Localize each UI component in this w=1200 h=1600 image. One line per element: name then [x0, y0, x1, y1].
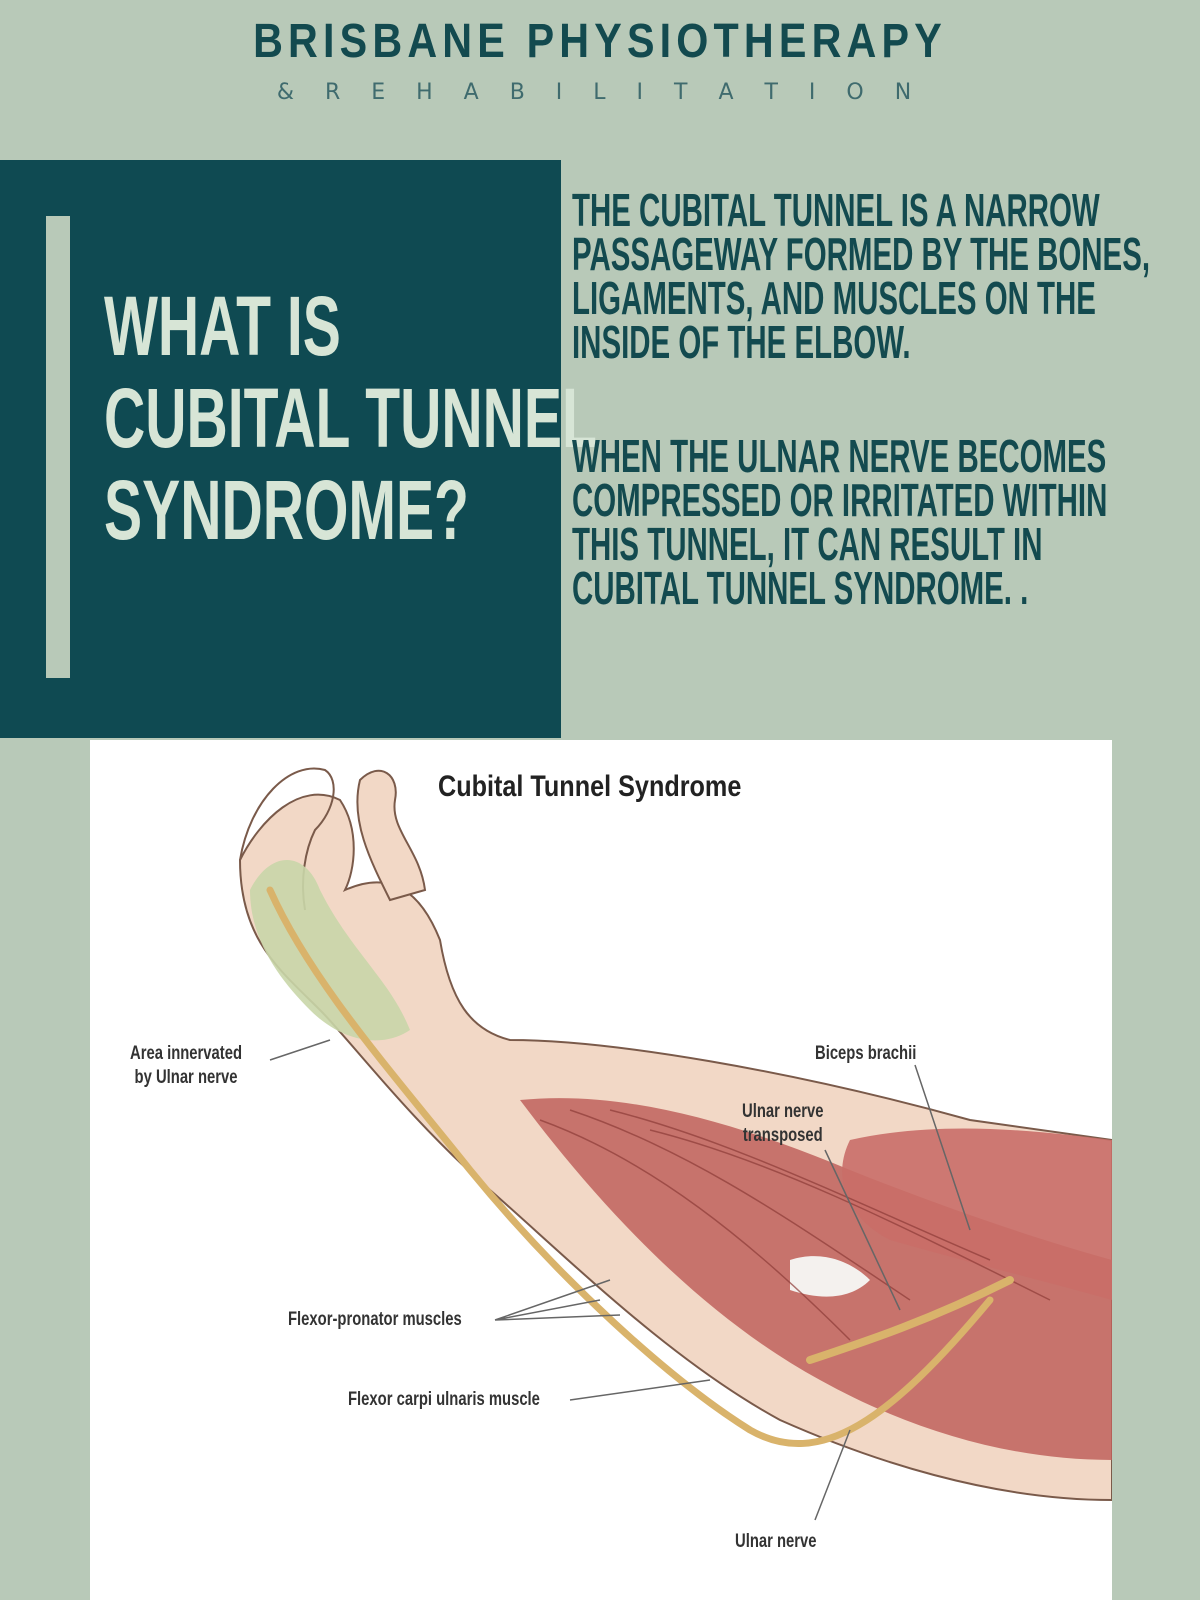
label-flexor-carpi-ulnaris: Flexor carpi ulnaris muscle: [348, 1389, 540, 1410]
brand-title: BRISBANE PHYSIOTHERAPY: [253, 15, 947, 68]
intro-line: LIGAMENTS, AND MUSCLES ON THE: [572, 272, 1096, 324]
hero-title-line: CUBITAL TUNNEL: [104, 371, 597, 465]
label-biceps-brachii: Biceps brachii: [815, 1043, 917, 1064]
intro-line: CUBITAL TUNNEL SYNDROME. .: [572, 562, 1029, 614]
hero-accent-bar: [46, 216, 70, 678]
leader-flexor-carpi: [569, 1379, 711, 1401]
brand-subtitle: & R E H A B I L I T A T I O N: [276, 80, 924, 105]
intro-line: THIS TUNNEL, IT CAN RESULT IN: [572, 518, 1043, 570]
label-area-innervated: Area innervated by Ulnar nerve: [130, 1043, 243, 1088]
intro-line: THE CUBITAL TUNNEL IS A NARROW: [572, 184, 1100, 236]
thumb: [356, 769, 427, 902]
hero-panel: WHAT IS CUBITAL TUNNEL SYNDROME?: [0, 160, 597, 738]
ulnar-nerve-transposed: [806, 1276, 1014, 1364]
intro-line: PASSAGEWAY FORMED BY THE BONES,: [572, 228, 1151, 280]
hero-title-line: SYNDROME?: [104, 463, 469, 557]
intro-line: INSIDE OF THE ELBOW.: [572, 316, 911, 368]
leader-ulnar: [814, 1429, 851, 1521]
arm-illustration: [238, 767, 1112, 1521]
tendon: [790, 1256, 870, 1297]
leader-flexor-pronator: [494, 1279, 621, 1321]
intro-line: COMPRESSED OR IRRITATED WITHIN: [572, 474, 1108, 526]
biceps-muscle: [842, 1128, 1112, 1300]
leader-biceps: [914, 1064, 971, 1231]
label-ulnar-nerve: Ulnar nerve: [735, 1531, 817, 1552]
leader-transposed: [824, 1149, 901, 1311]
hero-title-line: WHAT IS: [104, 279, 341, 373]
intro-text: THE CUBITAL TUNNEL IS A NARROW PASSAGEWA…: [572, 184, 1151, 614]
label-ulnar-nerve-transposed: Ulnar nerve transposed: [742, 1101, 824, 1146]
brand-header: BRISBANE PHYSIOTHERAPY & R E H A B I L I…: [0, 0, 1200, 160]
label-flexor-pronator: Flexor-pronator muscles: [288, 1309, 462, 1330]
fingers: [239, 767, 335, 911]
anatomy-figure: Cubital Tunnel Syndrome Area innervated …: [90, 740, 1112, 1600]
hero-title: WHAT IS CUBITAL TUNNEL SYNDROME?: [104, 279, 597, 557]
intro-line: WHEN THE ULNAR NERVE BECOMES: [572, 430, 1107, 482]
figure-title: Cubital Tunnel Syndrome: [438, 770, 742, 803]
innervated-area: [250, 860, 410, 1041]
leader-area: [269, 1039, 331, 1061]
